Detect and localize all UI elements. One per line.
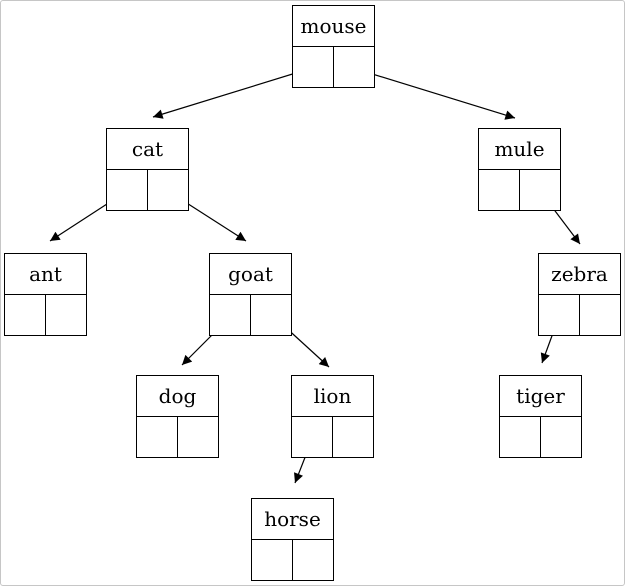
tree-node-cat: cat — [106, 128, 189, 211]
left-pointer-cell — [292, 417, 333, 457]
pointer-cells — [210, 295, 291, 335]
right-pointer-cell — [333, 417, 373, 457]
right-pointer-cell — [334, 47, 374, 87]
tree-node-zebra: zebra — [538, 253, 621, 336]
pointer-cells — [500, 417, 581, 457]
pointer-cells — [292, 417, 373, 457]
right-pointer-cell — [520, 170, 560, 210]
node-label-cat: cat — [107, 129, 188, 170]
node-label-tiger: tiger — [500, 376, 581, 417]
node-label-ant: ant — [5, 254, 86, 295]
pointer-cells — [252, 540, 333, 580]
node-label-goat: goat — [210, 254, 291, 295]
right-pointer-cell — [46, 295, 86, 335]
tree-node-dog: dog — [136, 375, 219, 458]
left-pointer-cell — [293, 47, 334, 87]
pointer-cells — [5, 295, 86, 335]
tree-node-mouse: mouse — [292, 5, 375, 88]
node-label-dog: dog — [137, 376, 218, 417]
node-label-lion: lion — [292, 376, 373, 417]
right-pointer-cell — [580, 295, 620, 335]
left-pointer-cell — [539, 295, 580, 335]
node-label-zebra: zebra — [539, 254, 620, 295]
node-label-mouse: mouse — [293, 6, 374, 47]
left-pointer-cell — [210, 295, 251, 335]
node-label-mule: mule — [479, 129, 560, 170]
right-pointer-cell — [251, 295, 291, 335]
pointer-cells — [539, 295, 620, 335]
right-pointer-cell — [541, 417, 581, 457]
left-pointer-cell — [479, 170, 520, 210]
edge-mouse-right-to-mule — [352, 67, 516, 120]
right-pointer-cell — [293, 540, 333, 580]
right-pointer-cell — [178, 417, 218, 457]
left-pointer-cell — [107, 170, 148, 210]
pointer-cells — [107, 170, 188, 210]
pointer-cells — [293, 47, 374, 87]
left-pointer-cell — [252, 540, 293, 580]
node-label-horse: horse — [252, 499, 333, 540]
tree-node-goat: goat — [209, 253, 292, 336]
pointer-cells — [137, 417, 218, 457]
tree-node-horse: horse — [251, 498, 334, 581]
left-pointer-cell — [500, 417, 541, 457]
tree-node-mule: mule — [478, 128, 561, 211]
pointer-cells — [479, 170, 560, 210]
left-pointer-cell — [137, 417, 178, 457]
tree-node-ant: ant — [4, 253, 87, 336]
tree-node-tiger: tiger — [499, 375, 582, 458]
left-pointer-cell — [5, 295, 46, 335]
edge-mouse-left-to-cat — [152, 67, 313, 119]
tree-node-lion: lion — [291, 375, 374, 458]
right-pointer-cell — [148, 170, 188, 210]
